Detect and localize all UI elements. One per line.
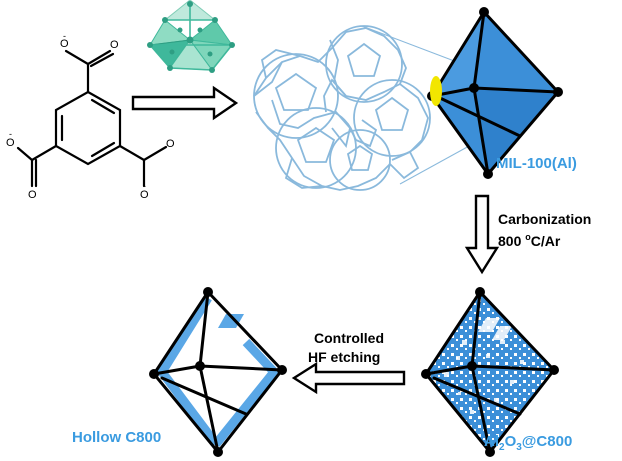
svg-text:O: O xyxy=(6,137,15,149)
highlight-marker xyxy=(430,76,442,106)
carbonization-label: Carbonization xyxy=(498,211,591,227)
mof-framework xyxy=(253,25,431,191)
svg-text:-: - xyxy=(63,31,66,41)
arrow-carbonization xyxy=(464,194,500,275)
svg-text:O: O xyxy=(166,138,175,150)
svg-text:O: O xyxy=(140,189,149,201)
btc-linker-molecule xyxy=(16,49,168,188)
al-trimer-cluster xyxy=(147,0,235,73)
carbonization-condition: 800 oC/Ar xyxy=(498,232,561,249)
svg-text:O: O xyxy=(28,189,37,201)
etching-label-line1: Controlled xyxy=(314,330,384,346)
hollow-octahedron xyxy=(149,287,287,457)
svg-text:O: O xyxy=(60,38,69,50)
svg-text:-: - xyxy=(9,129,12,139)
mof-octahedron xyxy=(427,7,563,179)
composite-label: Al2O3@C800 xyxy=(484,433,572,453)
composite-octahedron xyxy=(421,287,559,457)
arrow-assembly xyxy=(131,85,239,121)
mof-label: MIL-100(Al) xyxy=(496,155,577,172)
etching-label-line2: HF etching xyxy=(308,349,380,365)
oxygen-atoms: O- O O- O O O- xyxy=(6,31,175,201)
svg-text:-: - xyxy=(143,181,146,191)
arrow-etching xyxy=(291,361,406,395)
svg-text:O: O xyxy=(110,39,119,51)
hollow-label: Hollow C800 xyxy=(72,429,161,446)
